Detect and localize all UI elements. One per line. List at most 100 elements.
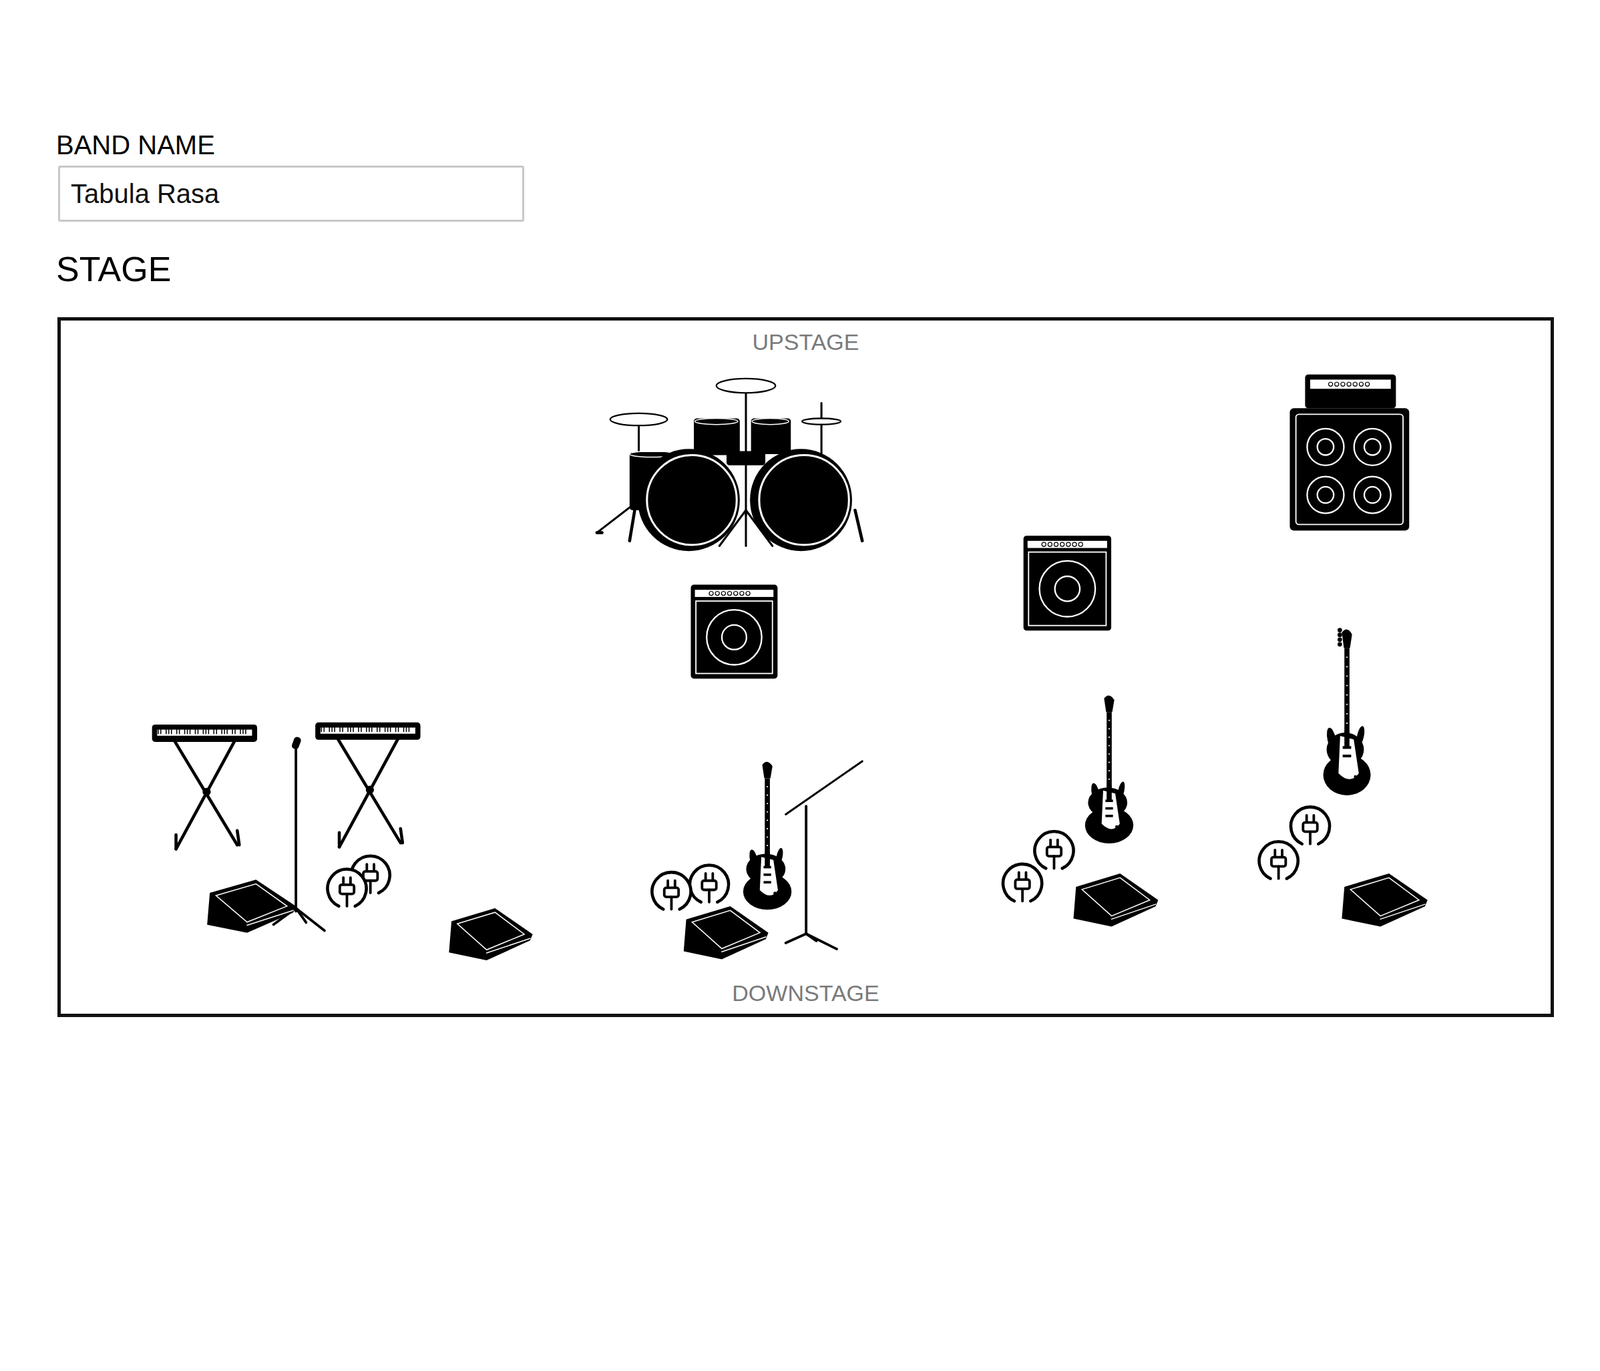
- bass-guitar: [1323, 627, 1371, 796]
- drum-kit: [596, 378, 863, 551]
- keyboard-stand: [339, 738, 398, 847]
- fret-marker: [1108, 778, 1110, 780]
- band-name: Tabula Rasa: [70, 177, 220, 210]
- plug-cord: [707, 889, 711, 902]
- bass-drum-head: [647, 455, 737, 545]
- plug-body: [1015, 879, 1030, 889]
- speaker-cone: [1317, 486, 1334, 503]
- amp-knob: [727, 591, 732, 596]
- stand-joint: [202, 787, 211, 796]
- bass-cabinet: [1289, 408, 1410, 531]
- fret-marker: [1346, 675, 1348, 677]
- tuning-peg: [1337, 632, 1343, 638]
- amp-knob: [709, 591, 714, 596]
- amp-knob: [1072, 542, 1077, 547]
- tuning-peg: [1337, 642, 1343, 648]
- black-key: [403, 727, 405, 732]
- amp-knob: [1078, 542, 1083, 547]
- tuning-peg: [1337, 637, 1343, 642]
- outlet-ring: [689, 864, 729, 902]
- fret-marker: [1108, 753, 1110, 755]
- outlet-ground: [688, 864, 730, 905]
- drum-rim: [751, 418, 789, 425]
- wedge-edge: [721, 936, 766, 952]
- plug-prong: [365, 864, 368, 871]
- black-key: [333, 727, 336, 732]
- outlet-ring: [327, 869, 367, 907]
- plug-prong: [1017, 872, 1021, 879]
- power-outlet-symbol: [1258, 840, 1299, 882]
- tripod-leg: [806, 933, 817, 941]
- black-key: [165, 729, 167, 734]
- control-knob: [1353, 775, 1357, 779]
- snare-drum: [726, 450, 766, 465]
- guitar-neck-joint: [764, 852, 770, 868]
- amp-head: [1304, 374, 1396, 409]
- wedge-edge: [247, 910, 294, 925]
- bass-stack: [1289, 374, 1410, 531]
- stage-plot: STAGEUPSTAGEDOWNSTAGE: [56, 248, 1556, 1020]
- bass-drum: [637, 448, 740, 551]
- monitor-wedge: [207, 879, 296, 933]
- speaker-cone: [1364, 486, 1381, 503]
- guitar-horn: [1324, 726, 1339, 752]
- stand-foot: [174, 834, 178, 849]
- fret-marker: [1108, 761, 1110, 764]
- pickup: [1342, 754, 1352, 758]
- stage-edge-label: UPSTAGE: [60, 328, 1551, 356]
- pickup: [1105, 807, 1113, 811]
- speaker-cone: [1364, 438, 1381, 455]
- amp-knob: [1047, 542, 1052, 547]
- headstock: [1341, 629, 1352, 649]
- plug-body: [701, 880, 716, 891]
- black-key: [215, 729, 218, 734]
- cymbal: [610, 413, 668, 426]
- amp-knob: [1358, 381, 1363, 386]
- black-key: [213, 729, 216, 734]
- tuning-peg: [1337, 627, 1343, 633]
- amp-knob: [1060, 542, 1065, 547]
- drum-leg: [629, 510, 636, 541]
- plug-prong: [673, 880, 677, 887]
- plug-cord: [1053, 856, 1056, 869]
- black-key: [371, 727, 373, 732]
- black-key: [352, 727, 354, 732]
- outlet-ground: [1258, 840, 1299, 882]
- guitar-neck: [764, 778, 770, 855]
- control-knob: [1351, 779, 1355, 784]
- rack-tom: [693, 418, 740, 456]
- fret-marker: [1108, 769, 1110, 772]
- wedge-cabinet: [1073, 873, 1159, 927]
- black-key: [197, 729, 199, 734]
- fret-marker: [766, 785, 768, 788]
- amp-cabinet: [1023, 535, 1112, 631]
- amp-knob: [1053, 542, 1058, 547]
- guitar-horn: [774, 847, 784, 867]
- black-key: [223, 729, 226, 734]
- monitor-wedge: [683, 906, 769, 959]
- black-key: [170, 729, 173, 734]
- section-heading: STAGE: [56, 248, 171, 290]
- black-key: [365, 727, 368, 732]
- fret-marker: [1108, 719, 1110, 722]
- headstock: [1103, 695, 1114, 712]
- drum-foot: [596, 530, 603, 535]
- black-key: [328, 727, 330, 732]
- plug-body: [339, 884, 354, 895]
- plug-cord: [1308, 831, 1312, 844]
- amp-speaker: [1039, 560, 1096, 618]
- keyboard-stand: [176, 740, 236, 849]
- monitor-wedge: [448, 908, 533, 961]
- fret-marker: [1346, 656, 1348, 658]
- mic-boom: [785, 761, 863, 815]
- keyboard-on-stand: [315, 722, 421, 847]
- text-input-box: Tabula Rasa: [58, 165, 525, 222]
- black-key: [242, 729, 244, 734]
- fret-marker: [1346, 713, 1348, 715]
- black-key: [184, 729, 186, 734]
- amp-knob: [739, 591, 744, 596]
- cabinet-grille: [1296, 414, 1404, 525]
- black-key: [203, 729, 205, 734]
- tripod-leg: [295, 908, 325, 931]
